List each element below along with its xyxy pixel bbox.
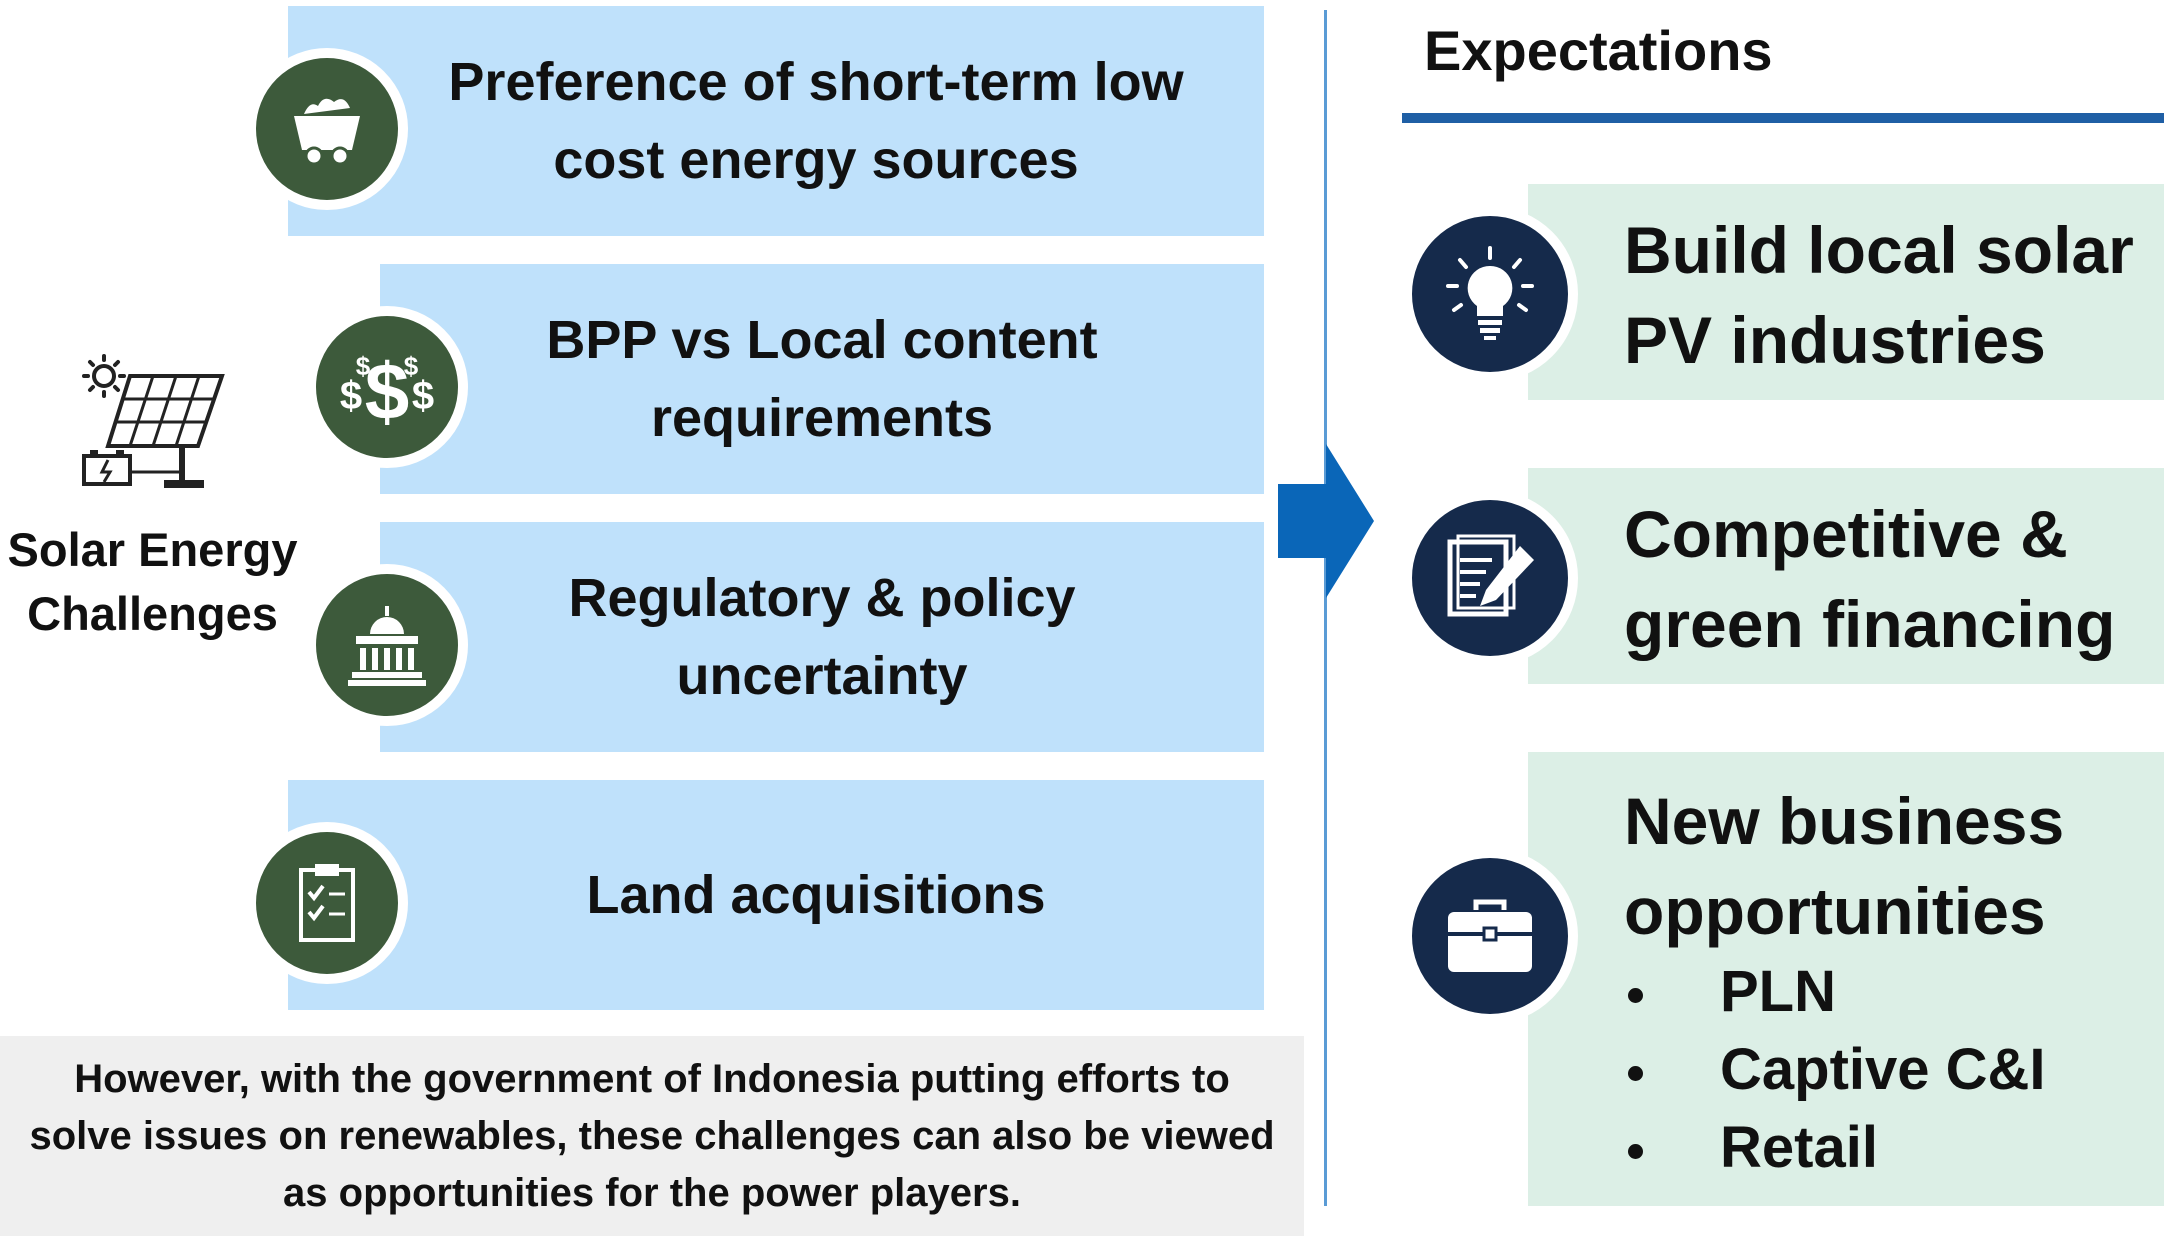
bullet-pln: PLN — [1720, 959, 1836, 1024]
bottom-note: However, with the government of Indonesi… — [0, 1036, 1304, 1236]
bullet-dot-1 — [1628, 988, 1643, 1003]
challenge-band-1: Preference of short-term low cost energy… — [288, 6, 1264, 236]
challenge-band-4: Land acquisitions — [288, 780, 1264, 1010]
challenge-3-line2: uncertainty — [676, 646, 968, 706]
left-title-line1: Solar Energy — [7, 523, 298, 576]
expectation-icon-3 — [1402, 848, 1578, 1024]
left-title-line2: Challenges — [27, 587, 278, 640]
challenge-1-line2: cost energy sources — [553, 130, 1079, 190]
vertical-divider — [1324, 10, 1327, 1206]
challenge-2-line1: BPP vs Local content — [546, 310, 1098, 370]
challenge-icon-4 — [246, 822, 408, 984]
expectation-3-line1: New business — [1624, 784, 2065, 858]
right-arrow-icon — [1278, 444, 1374, 598]
expectation-box-3 — [1528, 752, 2164, 1206]
challenge-3-line1: Regulatory & policy — [568, 568, 1076, 628]
bullet-dot-3 — [1628, 1144, 1643, 1159]
bullet-dot-2 — [1628, 1066, 1643, 1081]
bullet-retail: Retail — [1720, 1115, 1878, 1180]
solar-panel-icon — [78, 352, 226, 492]
note-line1: However, with the government of Indonesi… — [74, 1056, 1230, 1101]
clipboard-checklist-icon — [299, 864, 355, 942]
left-title: Solar Energy Challenges — [0, 518, 305, 646]
dollar-signs-icon: $ $ $ $ $ — [340, 347, 434, 436]
expectation-2-line1: Competitive & — [1624, 497, 2068, 571]
challenge-1-line1: Preference of short-term low — [448, 52, 1184, 112]
expectation-3-text: New business opportunities — [1624, 776, 2064, 956]
expectation-1-line1: Build local solar — [1624, 213, 2134, 287]
svg-text:$: $ — [412, 374, 434, 418]
expectation-2-text: Competitive & green financing — [1624, 489, 2115, 669]
challenge-icon-1 — [246, 48, 408, 210]
expectation-icon-2 — [1402, 490, 1578, 666]
svg-text:$: $ — [340, 374, 362, 418]
challenge-4-line1: Land acquisitions — [586, 865, 1046, 925]
expectation-3-line2: opportunities — [1624, 874, 2046, 948]
expectation-1-line2: PV industries — [1624, 303, 2046, 377]
note-line3: as opportunities for the power players. — [283, 1170, 1021, 1215]
svg-text:$: $ — [404, 351, 419, 381]
expectation-box-1 — [1528, 184, 2164, 400]
challenge-band-3: Regulatory & policy uncertainty — [380, 522, 1264, 752]
expectations-rule — [1402, 113, 2164, 123]
bullet-captive: Captive C&I — [1720, 1037, 2046, 1102]
svg-text:$: $ — [365, 347, 410, 436]
document-edit-icon — [1447, 534, 1534, 617]
expectation-2-line2: green financing — [1624, 587, 2116, 661]
challenge-2-line2: requirements — [650, 388, 994, 448]
note-line2: solve issues on renewables, these challe… — [29, 1113, 1275, 1158]
expectations-heading: Expectations — [1424, 19, 1773, 82]
challenge-icon-2: $ $ $ $ $ — [306, 306, 468, 468]
expectation-1-text: Build local solar PV industries — [1624, 205, 2134, 385]
expectation-box-2 — [1528, 468, 2164, 684]
briefcase-icon — [1448, 899, 1532, 972]
coal-cart-icon — [294, 98, 360, 166]
challenge-icon-3 — [306, 564, 468, 726]
challenge-band-2: BPP vs Local content requirements — [380, 264, 1264, 494]
svg-text:$: $ — [356, 351, 371, 381]
government-building-icon — [348, 606, 426, 686]
expectation-icon-1 — [1402, 206, 1578, 382]
lightbulb-icon — [1446, 246, 1534, 340]
